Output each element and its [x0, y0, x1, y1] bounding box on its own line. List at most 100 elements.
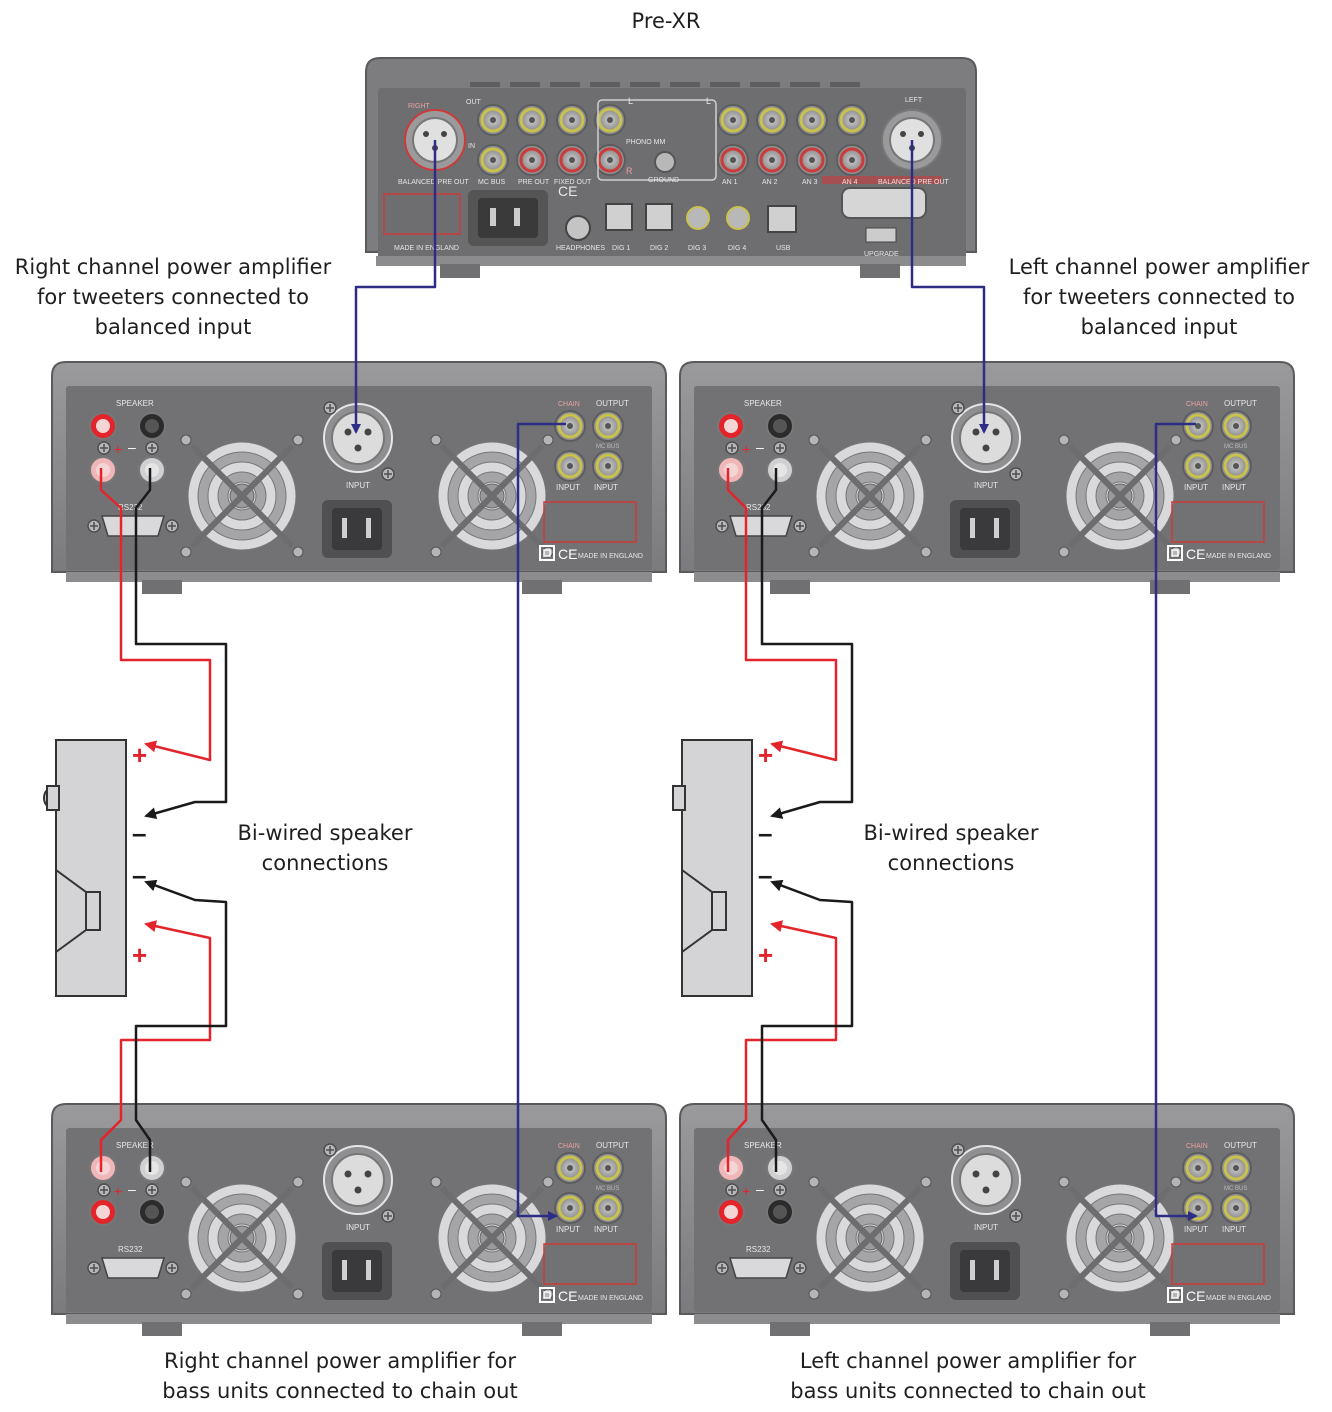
label-ce: CE: [1186, 1288, 1205, 1304]
preamp-rca-top-6: [756, 104, 788, 136]
preamp-rca-bottom-2: [516, 144, 548, 176]
label-rca-input-1: INPUT: [556, 483, 580, 492]
rca-output: [1220, 410, 1252, 442]
label-xlr-input: INPUT: [974, 1223, 998, 1232]
fan-left: [808, 1176, 932, 1300]
speaker-terminal-pos-top: [89, 1154, 117, 1182]
label-speaker: SPEAKER: [744, 1141, 782, 1150]
label-made-in-england: MADE IN ENGLAND: [578, 1295, 643, 1302]
label-headphones: HEADPHONES: [556, 245, 605, 252]
label-ce: CE: [558, 1288, 577, 1304]
preamp-rca-top-8: [836, 104, 868, 136]
cable-left-top-negative: [760, 468, 854, 819]
sign-minus-top-left: –: [758, 818, 772, 848]
label-dig1: DIG 1: [612, 245, 630, 252]
label-chain: CHAIN: [1186, 401, 1208, 408]
preamp-rca-bottom-8: [836, 144, 868, 176]
label-dig2: DIG 2: [650, 245, 668, 252]
label-output: OUTPUT: [596, 1141, 629, 1150]
label-rs232: RS232: [118, 1245, 143, 1254]
speaker-terminal-pos-bottom: [89, 456, 117, 484]
preamp-title: Pre-XR: [631, 9, 701, 33]
fan-right: [1058, 1176, 1182, 1300]
fan-right: [1058, 434, 1182, 558]
speaker-terminal-neg-bottom: [138, 456, 166, 484]
speaker-terminal-neg-top: [138, 1154, 166, 1182]
label-an3: AN 3: [802, 179, 818, 186]
label-rca-input-2: INPUT: [594, 1225, 618, 1234]
label-made-in-england: MADE IN ENGLAND: [578, 553, 643, 560]
label-rca-input-1: INPUT: [1184, 1225, 1208, 1234]
plus-sign: +: [742, 441, 750, 457]
rca-chain-out: [554, 410, 586, 442]
caption-biwire-left: Bi-wired speaker connections: [237, 821, 413, 875]
cable-left-chain: [1154, 422, 1198, 1221]
label-mc-bus: MC BUS: [596, 444, 619, 450]
rca-chain-out: [554, 1152, 586, 1184]
label-mc-bus: MC BUS: [1224, 444, 1247, 450]
label-out: OUT: [466, 99, 482, 106]
fan-left: [180, 1176, 304, 1300]
label-l: L: [628, 96, 633, 106]
cable-left-balanced: [910, 140, 989, 434]
preamp-rca-bottom-7: [796, 144, 828, 176]
rca-output: [592, 1152, 624, 1184]
label-rs232: RS232: [118, 503, 143, 512]
label-speaker: SPEAKER: [744, 399, 782, 408]
minus-sign: –: [128, 1181, 136, 1197]
label-pre-out: PRE OUT: [518, 179, 550, 186]
rca-input-2: [1220, 1192, 1252, 1224]
power-inlet: [950, 500, 1020, 558]
sign-plus-bottom-left: +: [758, 940, 773, 970]
speaker-terminal-pos-bottom: [89, 1198, 117, 1226]
label-fixed-out: FIXED OUT: [554, 179, 592, 186]
label-xlr-input: INPUT: [346, 1223, 370, 1232]
label-output: OUTPUT: [1224, 1141, 1257, 1150]
label-upgrade: UPGRADE: [864, 251, 899, 258]
label-mc-bus: MC BUS: [1224, 1186, 1247, 1192]
label-l2: L: [706, 96, 711, 106]
caption-right-bass-amp: Right channel power amplifier for bass u…: [162, 1349, 518, 1403]
preamp-rca-bottom-5: [717, 144, 749, 176]
speaker-terminal-pos-bottom: [717, 456, 745, 484]
caption-left-tweeter-amp: Left channel power amplifier for tweeter…: [1008, 255, 1310, 339]
sign-minus-top-right: –: [132, 818, 146, 848]
cable-right-top-negative: [134, 468, 228, 820]
preamp-rca-top-7: [796, 104, 828, 136]
speaker-terminal-neg-bottom: [138, 1198, 166, 1226]
preamp-unit: RIGHT LEFT OUT IN L L R PHONO MM GROUND …: [365, 57, 977, 278]
sign-plus-bottom-right: +: [132, 940, 147, 970]
label-phono-mm: PHONO MM: [626, 139, 665, 146]
preamp-rca-top-4: [594, 104, 626, 136]
rca-output: [592, 410, 624, 442]
preamp-rca-top-1: [477, 104, 509, 136]
plus-sign: +: [114, 1183, 122, 1199]
preamp-rca-top-5: [717, 104, 749, 136]
label-mc-bus: MC BUS: [478, 179, 506, 186]
cable-left-bottom-negative: [760, 879, 854, 1172]
label-chain: CHAIN: [1186, 1143, 1208, 1150]
label-made-in-england: MADE IN ENGLAND: [394, 245, 459, 252]
rca-input-2: [1220, 450, 1252, 482]
cable-left-top-positive: [726, 468, 838, 762]
label-left: LEFT: [905, 97, 923, 104]
caption-left-bass-amp: Left channel power amplifier for bass un…: [790, 1349, 1146, 1403]
fan-left: [180, 434, 304, 558]
speaker-terminal-neg-top: [138, 412, 166, 440]
speaker-terminal-pos-bottom: [717, 1198, 745, 1226]
sign-plus-top-right: +: [132, 740, 147, 770]
label-rca-input-2: INPUT: [1222, 1225, 1246, 1234]
cable-left-bottom-positive: [726, 920, 838, 1172]
label-ce: CE: [558, 183, 577, 199]
speaker-terminal-neg-bottom: [766, 1198, 794, 1226]
rca-output: [1220, 1152, 1252, 1184]
rs232-port: [100, 1257, 166, 1279]
minus-sign: –: [756, 1181, 764, 1197]
preamp-rca-bottom-4: [594, 144, 626, 176]
rca-input-1: [554, 450, 586, 482]
preamp-rca-bottom-6: [756, 144, 788, 176]
